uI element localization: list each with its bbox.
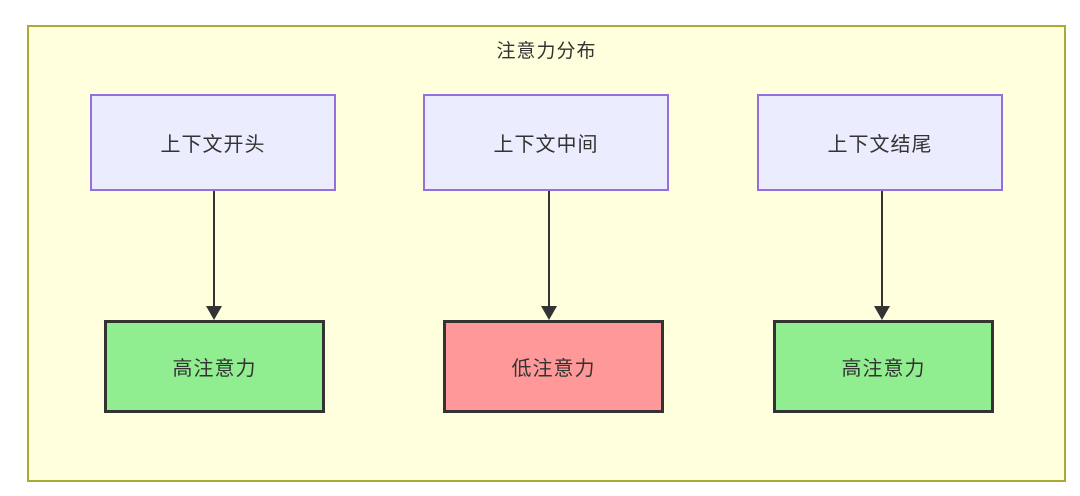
node-context-start: 上下文开头 xyxy=(90,94,336,191)
node-low-attention-middle: 低注意力 xyxy=(443,320,664,413)
node-context-middle: 上下文中间 xyxy=(423,94,669,191)
arrow-down-icon xyxy=(541,191,557,320)
arrow-head xyxy=(541,306,557,320)
node-high-attention-start: 高注意力 xyxy=(104,320,325,413)
arrow-head xyxy=(206,306,222,320)
arrow-down-icon xyxy=(206,191,222,320)
node-context-end: 上下文结尾 xyxy=(757,94,1003,191)
arrow-down-icon xyxy=(874,191,890,320)
arrow-head xyxy=(874,306,890,320)
diagram-title: 注意力分布 xyxy=(496,41,597,62)
attention-distribution-group: 注意力分布 上下文开头 高注意力 上下文中间 低注意力 上下文结尾 高注意力 xyxy=(27,25,1066,482)
node-high-attention-end: 高注意力 xyxy=(773,320,994,413)
